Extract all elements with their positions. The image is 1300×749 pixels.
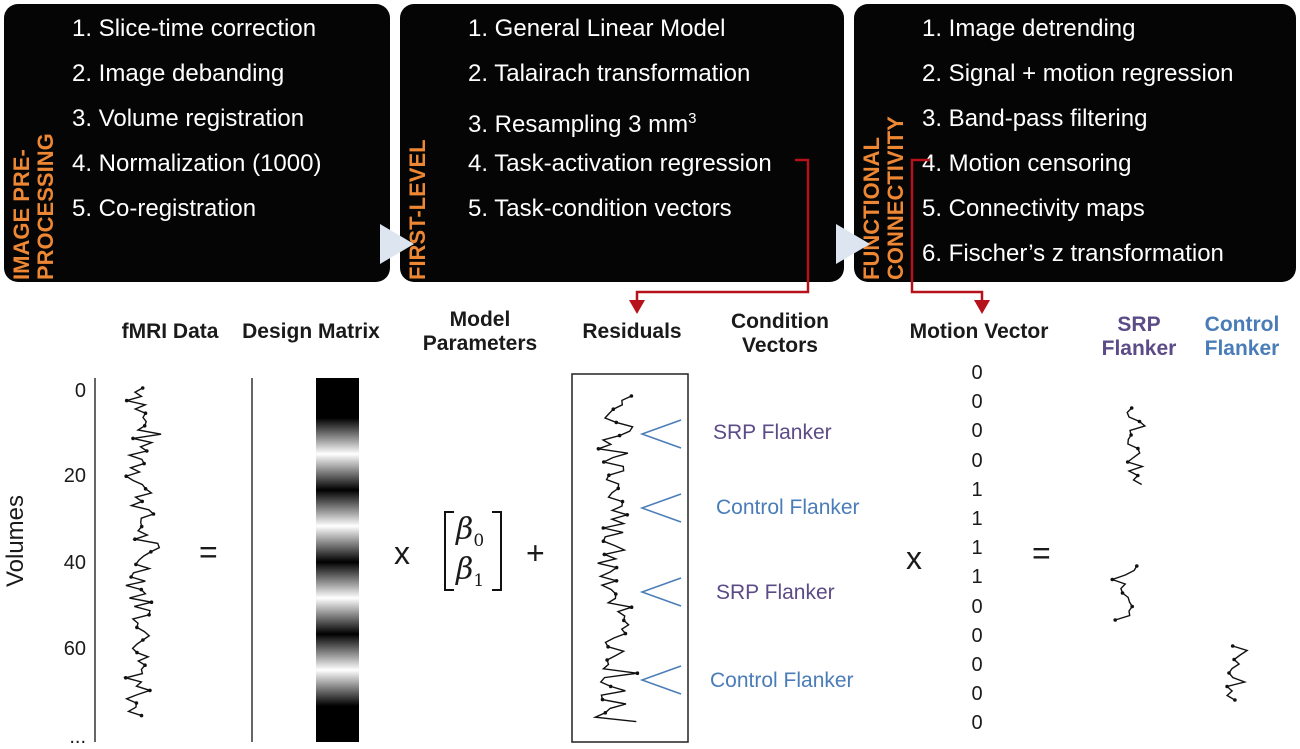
equals-sign: =: [199, 534, 218, 570]
y-tick-label: 40: [63, 552, 86, 574]
step-item: 4. Normalization (1000): [72, 150, 322, 177]
preprocessing-steps: 1. Slice-time correction 2. Image deband…: [72, 12, 321, 237]
step-item: 5. Task-condition vectors: [468, 195, 732, 222]
flow-arrow-icon: [836, 224, 870, 264]
step-item: 3. Volume registration: [72, 105, 305, 132]
red-arrowhead-icon: [629, 300, 645, 314]
step-item: 3. Resampling 3 mm3: [468, 110, 697, 138]
motion-value: 1: [971, 478, 983, 501]
model-parameters-label: Model Parameters: [422, 308, 538, 355]
chevron-icon: [639, 419, 682, 449]
step-item: 4. Task-activation regression: [468, 150, 772, 177]
condition-label: Control Flanker: [716, 496, 860, 519]
srp-segment-1: [1125, 406, 1147, 486]
fmri-data-label: fMRI Data: [121, 320, 219, 343]
motion-value: 0: [971, 683, 983, 706]
equals-sign: =: [1032, 535, 1051, 571]
design-matrix-column: [316, 378, 359, 742]
motion-value: 0: [971, 362, 983, 384]
residuals-box: [571, 373, 689, 743]
step-item: 2. Signal + motion regression: [922, 60, 1234, 87]
condition-label: Control Flanker: [710, 669, 854, 692]
first-level-steps: 1. General Linear Model 2. Talairach tra…: [468, 12, 772, 237]
condition-label: SRP Flanker: [713, 421, 832, 444]
residuals-label: Residuals: [582, 320, 682, 343]
motion-value: 0: [971, 654, 983, 676]
multiply-sign: x: [394, 535, 410, 571]
residuals-timeseries: [592, 394, 640, 723]
matrix-bracket-right: [492, 511, 502, 591]
control-segment: [1225, 644, 1249, 702]
motion-value: 0: [971, 420, 983, 443]
motion-value: 1: [971, 566, 983, 589]
beta-1: β1: [456, 552, 485, 591]
motion-value: 0: [971, 595, 983, 618]
motion-value: 1: [971, 537, 983, 560]
motion-vector-label: Motion Vector: [909, 320, 1049, 343]
motion-value: 0: [971, 449, 983, 472]
first-level-panel: First-Level 1. General Linear Model 2. T…: [400, 4, 844, 282]
fmri-timeseries: [122, 386, 162, 718]
step-item: 5. Connectivity maps: [922, 195, 1145, 222]
y-tick-label: 20: [63, 465, 86, 487]
plus-sign: +: [526, 535, 545, 571]
multiply-sign: x: [906, 540, 922, 576]
step-item: 5. Co-registration: [72, 195, 257, 222]
step-item: 2. Image debanding: [72, 60, 285, 87]
step-item: 1. General Linear Model: [468, 15, 726, 42]
beta-0: β0: [456, 512, 485, 551]
y-tick-label: 0: [74, 380, 86, 402]
srp-segment-2: [1110, 564, 1139, 622]
volumes-axis-label: Volumes: [2, 494, 29, 588]
red-arrowhead-icon: [974, 300, 990, 314]
step-item: 4. Motion censoring: [922, 150, 1132, 177]
red-connector-residuals: [635, 158, 810, 302]
step-item: 6. Fischer’s z transformation: [922, 240, 1224, 267]
chevron-icon: [639, 665, 682, 695]
step-item: 3. Band-pass filtering: [922, 105, 1148, 132]
red-connector-motion: [910, 158, 984, 302]
motion-value: 0: [971, 712, 983, 735]
design-matrix-label: Design Matrix: [242, 320, 380, 343]
flow-arrow-icon: [380, 224, 414, 264]
connectivity-panel: Functional Connectivity 1. Image detrend…: [854, 4, 1296, 282]
condition-vectors-label: Condition Vectors: [731, 310, 829, 357]
condition-label: SRP Flanker: [716, 581, 835, 604]
motion-value: 0: [971, 624, 983, 647]
y-tick-label: ...: [69, 726, 86, 748]
step-item: 1. Slice-time correction: [72, 15, 317, 42]
motion-value: 0: [971, 391, 983, 414]
matrix-bracket-left: [444, 511, 454, 591]
step-item: 2. Talairach transformation: [468, 60, 751, 87]
preprocessing-panel: Image Pre-Processing 1. Slice-time corre…: [4, 4, 390, 282]
srp-flanker-label: SRP Flanker: [1101, 313, 1177, 360]
motion-value: 1: [971, 508, 983, 530]
superscript: 3: [688, 110, 697, 127]
control-flanker-label: Control Flanker: [1204, 313, 1280, 360]
step-item: 1. Image detrending: [922, 15, 1136, 42]
chevron-icon: [639, 493, 682, 523]
y-tick-label: 60: [63, 638, 86, 660]
chevron-icon: [639, 577, 682, 607]
connectivity-steps: 1. Image detrending 2. Signal + motion r…: [922, 12, 1234, 282]
